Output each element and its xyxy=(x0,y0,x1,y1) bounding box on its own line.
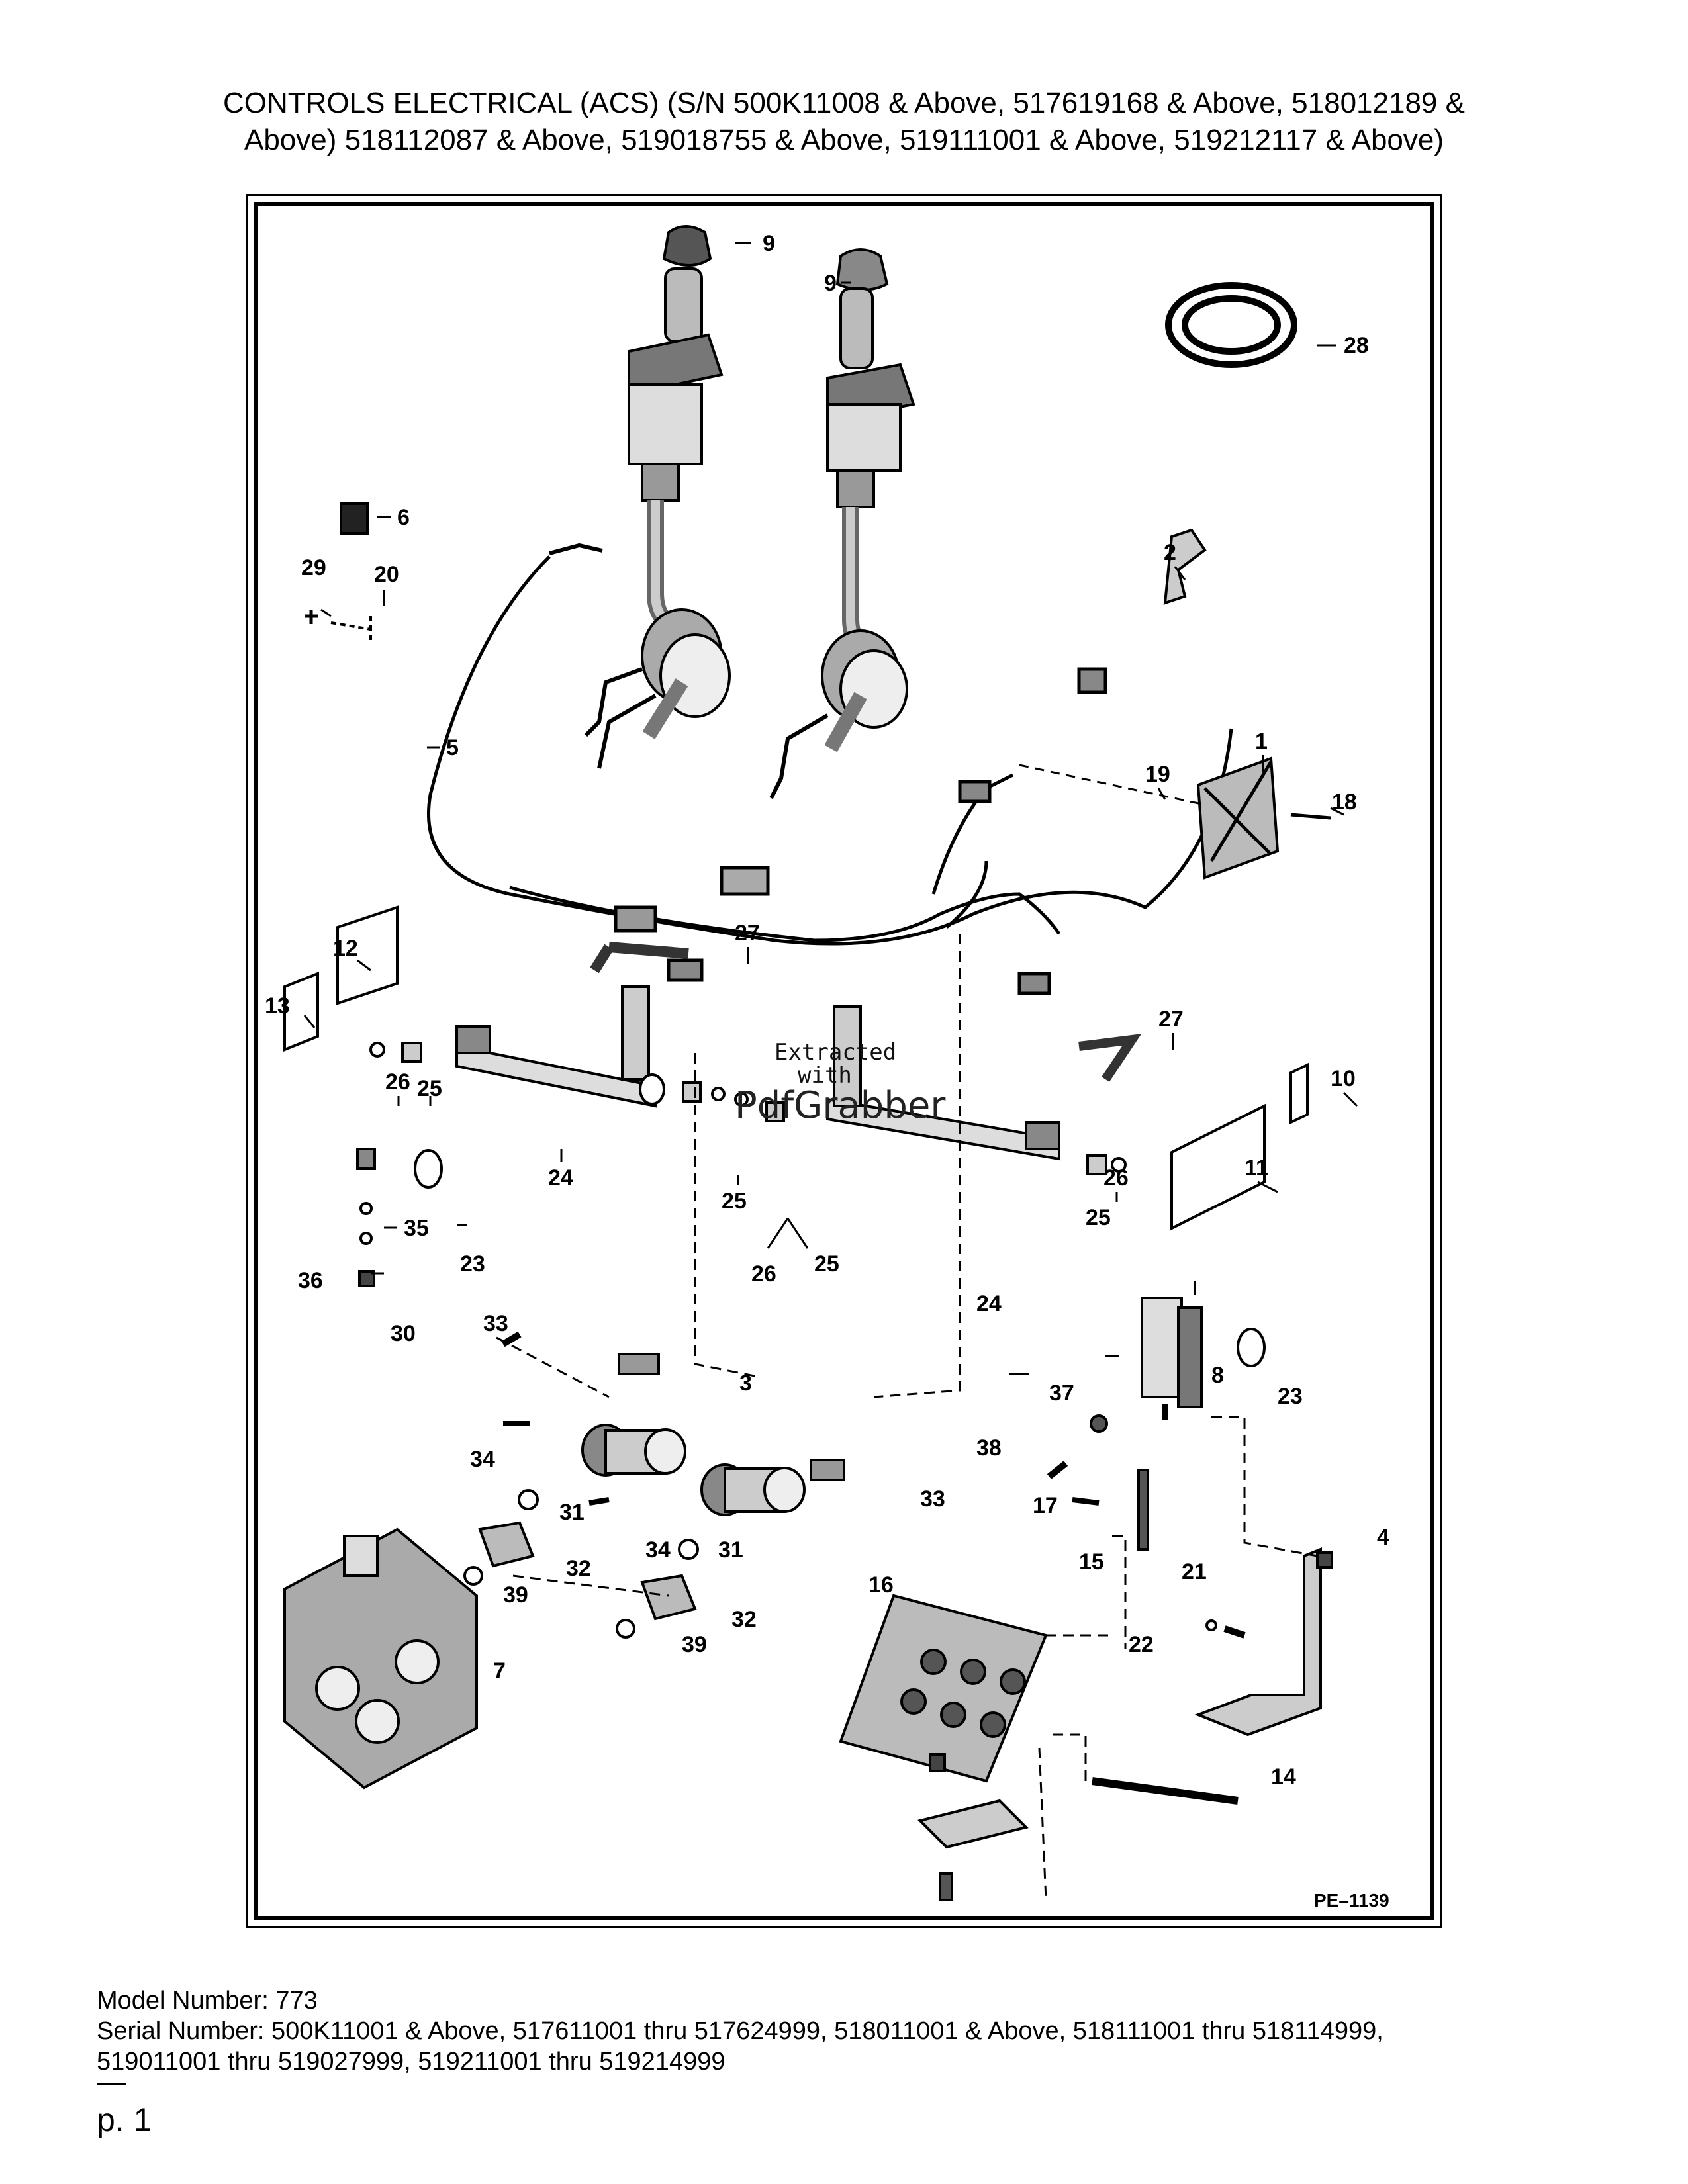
diagram-frame-outer xyxy=(246,194,1442,1928)
callout-25-mid-left: 25 xyxy=(722,1189,747,1214)
callout-4: 4 xyxy=(1377,1525,1389,1550)
callout-37: 37 xyxy=(1049,1381,1074,1406)
model-number: Model Number: 773 xyxy=(97,1987,318,2015)
callout-13: 13 xyxy=(265,993,290,1019)
callout-21: 21 xyxy=(1182,1559,1207,1584)
callout-32-right: 32 xyxy=(731,1607,757,1632)
callout-26-right: 26 xyxy=(1103,1165,1129,1191)
left-joystick-drawing xyxy=(584,225,731,769)
callout-27-left: 27 xyxy=(735,921,760,946)
title-line-2: Above) 518112087 & Above, 519018755 & Ab… xyxy=(244,124,1444,156)
callout-2: 2 xyxy=(1164,540,1176,565)
control-valve-drawing xyxy=(283,1527,478,1790)
callout-10: 10 xyxy=(1331,1066,1356,1091)
callout-14: 14 xyxy=(1271,1764,1296,1790)
callout-9-right: 9 xyxy=(824,271,837,296)
callout-35: 35 xyxy=(404,1216,429,1241)
decal-10-drawing xyxy=(1289,1062,1309,1125)
switch-drawing xyxy=(340,502,369,535)
shaft-right-drawing xyxy=(826,1005,1060,1161)
callout-30: 30 xyxy=(391,1321,416,1346)
callout-29: 29 xyxy=(301,555,326,580)
decal-11-drawing xyxy=(1170,1103,1266,1231)
callout-12: 12 xyxy=(333,936,358,961)
callout-36: 36 xyxy=(298,1268,323,1293)
callout-labels: 9 9 28 6 29 20 2 5 1 19 18 27 12 13 27 2… xyxy=(265,231,1389,1790)
callout-5: 5 xyxy=(446,735,459,760)
footer: Model Number: 773 Serial Number: 500K110… xyxy=(97,1985,1619,2077)
callout-33-right: 33 xyxy=(920,1486,945,1512)
serial-line-2: 519011001 thru 519027999, 519211001 thru… xyxy=(97,2048,726,2075)
pedal-assembly-drawing xyxy=(839,1594,1048,1783)
decal-12-drawing xyxy=(336,905,399,1005)
callout-19: 19 xyxy=(1145,762,1170,787)
callout-8: 8 xyxy=(1211,1363,1224,1388)
callout-38: 38 xyxy=(976,1435,1002,1461)
callout-22: 22 xyxy=(1129,1632,1154,1657)
footer-rule xyxy=(97,2083,126,2085)
callout-26-mid: 26 xyxy=(751,1261,776,1287)
callout-16: 16 xyxy=(868,1572,894,1598)
control-module-drawing xyxy=(1019,756,1331,880)
callout-32-left: 32 xyxy=(566,1556,591,1581)
callout-9-left: 9 xyxy=(763,231,775,256)
page-title: CONTROLS ELECTRICAL (ACS) (S/N 500K11008… xyxy=(79,85,1609,159)
shaft-left-drawing xyxy=(455,985,665,1108)
callout-27-right: 27 xyxy=(1158,1007,1184,1032)
callout-34-right: 34 xyxy=(645,1537,671,1563)
watermark-brand: PdfGrabber xyxy=(735,1084,946,1127)
title-line-1: CONTROLS ELECTRICAL (ACS) (S/N 500K11008… xyxy=(223,87,1465,119)
callout-20: 20 xyxy=(374,562,399,587)
callout-25-mid-right: 25 xyxy=(814,1251,839,1277)
callout-3: 3 xyxy=(739,1371,752,1396)
callout-31-right: 31 xyxy=(718,1537,743,1563)
right-joystick-drawing xyxy=(769,248,915,799)
callout-23-left: 23 xyxy=(460,1251,485,1277)
callout-31-left: 31 xyxy=(559,1500,585,1525)
callout-39-left: 39 xyxy=(503,1582,528,1608)
watermark-with: with xyxy=(798,1062,852,1089)
callout-18: 18 xyxy=(1332,790,1357,815)
diagram-frame-inner xyxy=(254,202,1434,1920)
callout-26-left: 26 xyxy=(385,1069,410,1095)
watermark-extracted: Extracted xyxy=(774,1039,896,1066)
callout-1: 1 xyxy=(1255,729,1268,754)
wiring-harness-drawing xyxy=(427,543,1233,995)
callout-6: 6 xyxy=(397,505,410,530)
solenoid-valves-drawing xyxy=(581,1353,845,1516)
callout-7: 7 xyxy=(493,1659,506,1684)
decal-13-drawing xyxy=(283,972,319,1052)
serial-line-1: Serial Number: 500K11001 & Above, 517611… xyxy=(97,2017,1383,2045)
page-number: p. 1 xyxy=(97,2101,152,2138)
callout-25-left: 25 xyxy=(417,1076,442,1101)
callout-25-right: 25 xyxy=(1086,1205,1111,1230)
callout-17: 17 xyxy=(1033,1493,1058,1518)
callout-24-left: 24 xyxy=(548,1165,573,1191)
callout-28: 28 xyxy=(1344,333,1369,358)
exploded-parts-diagram: 9 9 28 6 29 20 2 5 1 19 18 27 12 13 27 2… xyxy=(265,225,1389,1911)
callout-34-left: 34 xyxy=(470,1447,495,1472)
callout-33-left: 33 xyxy=(483,1311,508,1336)
bracket-14-drawing xyxy=(1194,1547,1322,1737)
figure-code: PE–1139 xyxy=(1314,1890,1389,1911)
cable-coil-drawing xyxy=(1165,282,1297,368)
sensor-drawing xyxy=(1137,1297,1203,1551)
callout-11: 11 xyxy=(1244,1156,1268,1181)
callout-39-right: 39 xyxy=(682,1632,707,1657)
callout-23-right: 23 xyxy=(1278,1384,1303,1409)
callout-15: 15 xyxy=(1079,1549,1104,1574)
callout-24-right: 24 xyxy=(976,1291,1002,1316)
pdfgrabber-watermark: Extracted with PdfGrabber xyxy=(735,1039,946,1127)
